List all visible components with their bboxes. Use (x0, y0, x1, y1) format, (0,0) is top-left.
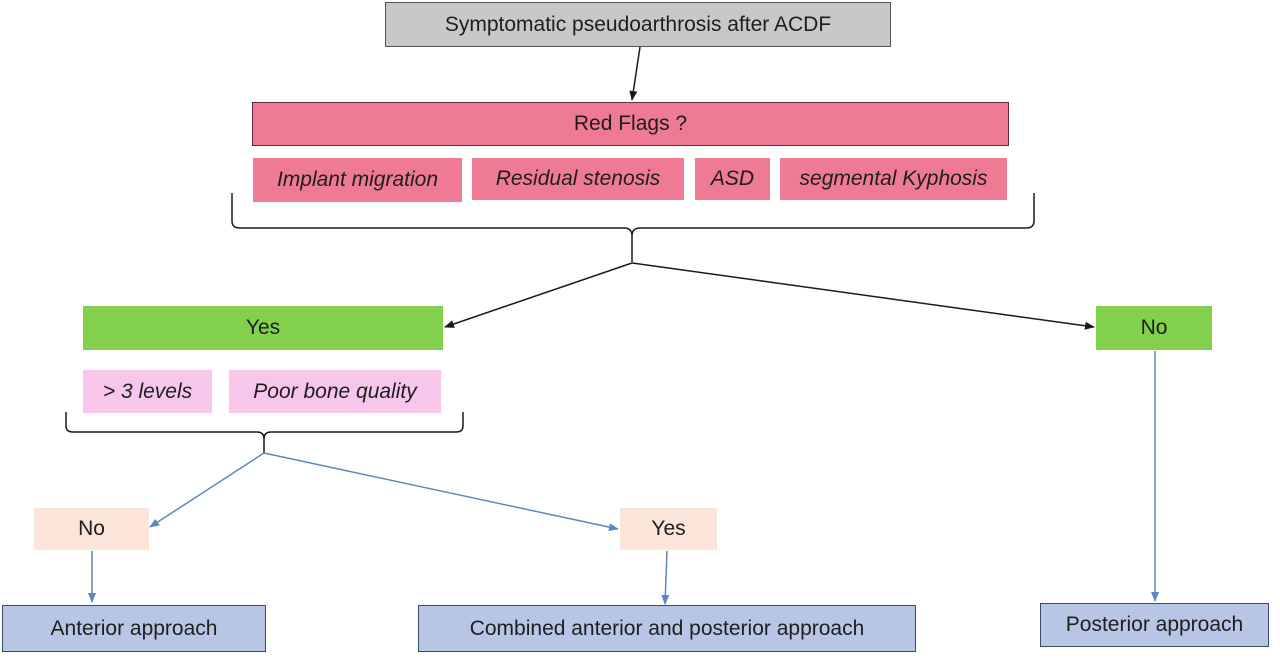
flag-segmental-kyphosis: segmental Kyphosis (780, 158, 1007, 200)
flag-residual-stenosis: Residual stenosis (472, 158, 684, 200)
posterior-approach-node: Posterior approach (1040, 603, 1269, 647)
criterion-levels: > 3 levels (83, 370, 212, 413)
flag-asd: ASD (695, 158, 770, 200)
criteria-brace (65, 412, 464, 453)
no-node: No (1096, 306, 1212, 350)
sub-no-node: No (34, 508, 149, 550)
redflags-brace (231, 193, 1035, 262)
sub-yes-node: Yes (620, 508, 717, 550)
flag-implant-migration: Implant migration (253, 158, 462, 202)
red-flags-node: Red Flags ? (252, 102, 1009, 146)
arrow-start-to-redflags (629, 46, 641, 101)
combined-approach-node: Combined anterior and posterior approach (418, 605, 916, 652)
arrow-to-combined (661, 550, 670, 605)
anterior-approach-node: Anterior approach (2, 605, 266, 652)
yes-node: Yes (83, 306, 443, 350)
start-node: Symptomatic pseudoarthrosis after ACDF (385, 2, 891, 47)
criterion-bone-quality: Poor bone quality (229, 370, 441, 413)
arrow-to-no (631, 262, 1095, 330)
arrow-to-sub-yes (263, 452, 619, 532)
arrow-to-sub-no (149, 452, 265, 528)
arrow-to-yes (444, 262, 633, 328)
